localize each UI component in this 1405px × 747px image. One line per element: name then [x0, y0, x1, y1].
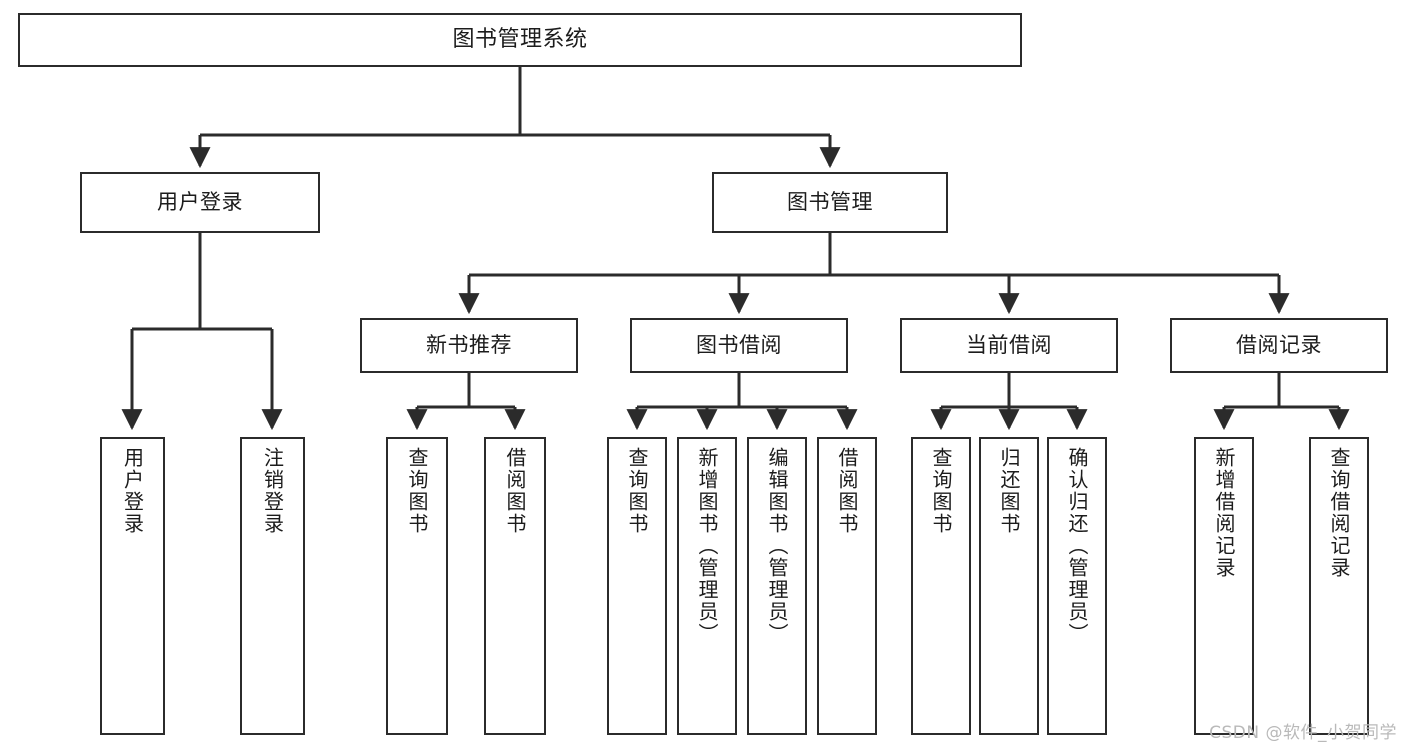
node-book-management[interactable]: 图书管理: [712, 172, 948, 233]
leaf-user-login-logout[interactable]: 注销登录: [240, 437, 305, 735]
leaf-user-login-logout-label: 注销登录: [260, 447, 285, 535]
leaf-new-book-query[interactable]: 查询图书: [386, 437, 448, 735]
leaf-user-login-login[interactable]: 用户登录: [100, 437, 165, 735]
leaf-current-borrow-query-label: 查询图书: [929, 447, 953, 535]
node-new-book-recommend[interactable]: 新书推荐: [360, 318, 578, 373]
leaf-borrow-record-query[interactable]: 查询借阅记录: [1309, 437, 1369, 735]
leaf-current-borrow-confirm-label: 确认归还（管理员）: [1065, 447, 1089, 645]
leaf-book-borrow-query[interactable]: 查询图书: [607, 437, 667, 735]
watermark: CSDN @软件_小贺同学: [1209, 723, 1397, 743]
leaf-book-borrow-add[interactable]: 新增图书（管理员）: [677, 437, 737, 735]
leaf-borrow-record-query-label: 查询借阅记录: [1327, 447, 1351, 579]
leaf-book-borrow-borrow-label: 借阅图书: [835, 447, 859, 535]
leaf-book-borrow-edit-label: 编辑图书（管理员）: [765, 447, 789, 645]
leaf-book-borrow-add-label: 新增图书（管理员）: [695, 447, 719, 645]
leaf-book-borrow-edit[interactable]: 编辑图书（管理员）: [747, 437, 807, 735]
leaf-current-borrow-query[interactable]: 查询图书: [911, 437, 971, 735]
leaf-user-login-login-label: 用户登录: [120, 447, 145, 535]
node-root-system-label: 图书管理系统: [452, 27, 588, 53]
node-borrow-record-label: 借阅记录: [1236, 333, 1322, 358]
node-borrow-record[interactable]: 借阅记录: [1170, 318, 1388, 373]
node-book-borrow[interactable]: 图书借阅: [630, 318, 848, 373]
node-current-borrow[interactable]: 当前借阅: [900, 318, 1118, 373]
leaf-new-book-query-label: 查询图书: [405, 447, 429, 535]
leaf-current-borrow-return[interactable]: 归还图书: [979, 437, 1039, 735]
leaf-book-borrow-borrow[interactable]: 借阅图书: [817, 437, 877, 735]
leaf-current-borrow-return-label: 归还图书: [997, 447, 1021, 535]
leaf-current-borrow-confirm[interactable]: 确认归还（管理员）: [1047, 437, 1107, 735]
leaf-borrow-record-add[interactable]: 新增借阅记录: [1194, 437, 1254, 735]
leaf-new-book-borrow[interactable]: 借阅图书: [484, 437, 546, 735]
node-book-borrow-label: 图书借阅: [696, 333, 782, 358]
node-user-login-label: 用户登录: [157, 190, 243, 215]
leaf-borrow-record-add-label: 新增借阅记录: [1212, 447, 1236, 579]
node-current-borrow-label: 当前借阅: [966, 333, 1052, 358]
node-root-system[interactable]: 图书管理系统: [18, 13, 1022, 67]
node-book-management-label: 图书管理: [787, 190, 873, 215]
leaf-new-book-borrow-label: 借阅图书: [503, 447, 527, 535]
leaf-book-borrow-query-label: 查询图书: [625, 447, 649, 535]
node-new-book-recommend-label: 新书推荐: [426, 333, 512, 358]
node-user-login[interactable]: 用户登录: [80, 172, 320, 233]
